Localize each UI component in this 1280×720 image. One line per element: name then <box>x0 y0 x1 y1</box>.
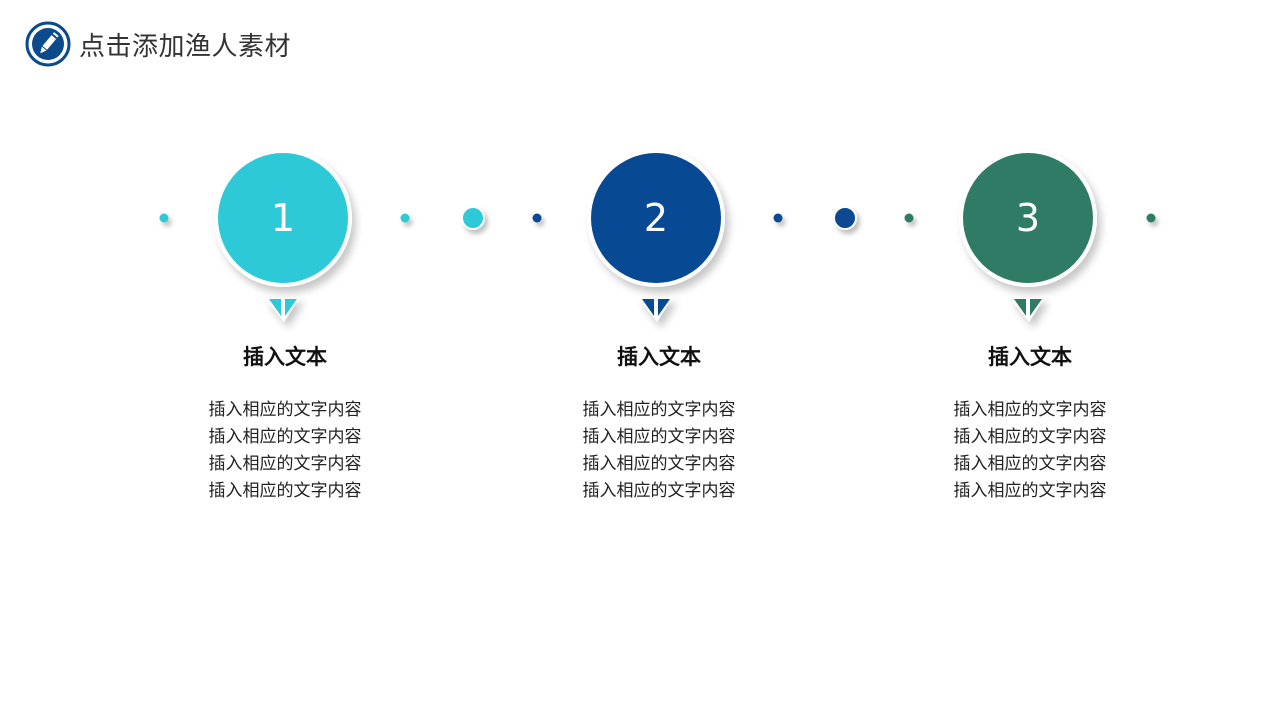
timeline-dot <box>400 213 410 223</box>
step-title-2: 插入文本 <box>617 345 701 369</box>
step-desc-line: 插入相应的文字内容 <box>582 427 736 447</box>
step-title-3: 插入文本 <box>988 345 1072 369</box>
step-title-1: 插入文本 <box>243 345 327 369</box>
header: 点击添加渔人素材 <box>25 21 291 67</box>
page-title: 点击添加渔人素材 <box>79 31 292 62</box>
timeline-dot <box>1146 213 1156 223</box>
timeline-dot <box>904 213 914 223</box>
step-marker-1: 1 <box>214 149 352 322</box>
step-desc-line: 插入相应的文字内容 <box>208 481 362 501</box>
timeline-dot <box>461 206 485 230</box>
step-marker-3: 3 <box>959 149 1097 322</box>
step-desc-line: 插入相应的文字内容 <box>953 427 1107 447</box>
step-desc-line: 插入相应的文字内容 <box>582 454 736 474</box>
step-desc-1: 插入相应的文字内容 插入相应的文字内容 插入相应的文字内容 插入相应的文字内容 <box>165 397 405 505</box>
step-desc-line: 插入相应的文字内容 <box>582 481 736 501</box>
step-desc-3: 插入相应的文字内容 插入相应的文字内容 插入相应的文字内容 插入相应的文字内容 <box>910 397 1150 505</box>
step-desc-line: 插入相应的文字内容 <box>953 454 1107 474</box>
step-desc-2: 插入相应的文字内容 插入相应的文字内容 插入相应的文字内容 插入相应的文字内容 <box>539 397 779 505</box>
step-desc-line: 插入相应的文字内容 <box>208 454 362 474</box>
step-number-3: 3 <box>1016 196 1040 240</box>
step-desc-line: 插入相应的文字内容 <box>208 427 362 447</box>
timeline-dot <box>159 213 169 223</box>
step-number-1: 1 <box>271 196 295 240</box>
step-desc-line: 插入相应的文字内容 <box>953 400 1107 420</box>
step-desc-line: 插入相应的文字内容 <box>953 481 1107 501</box>
step-desc-line: 插入相应的文字内容 <box>208 400 362 420</box>
timeline-dot <box>773 213 783 223</box>
timeline-dot <box>532 213 542 223</box>
step-marker-2: 2 <box>587 149 725 322</box>
step-number-2: 2 <box>644 196 668 240</box>
pencil-icon <box>25 21 71 67</box>
timeline-dot <box>833 206 857 230</box>
step-desc-line: 插入相应的文字内容 <box>582 400 736 420</box>
